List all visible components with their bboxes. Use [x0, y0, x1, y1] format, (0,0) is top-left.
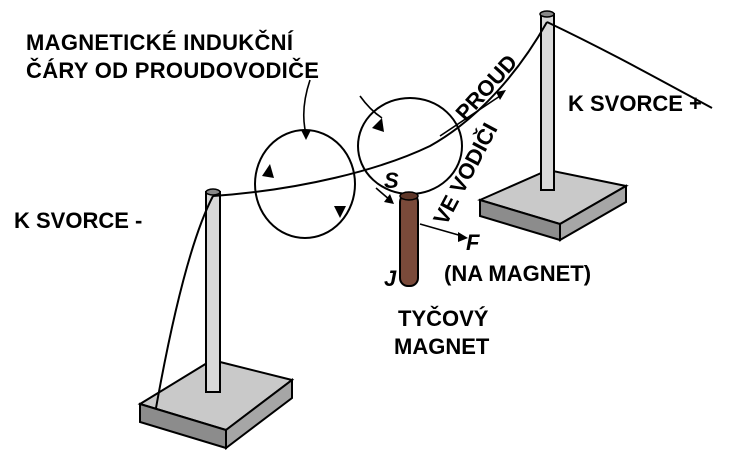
pole-arrow-head [384, 194, 394, 204]
left-pole [205, 191, 221, 393]
terminal-plus-label: K SVORCE + [568, 91, 702, 116]
current-arrow-head [496, 90, 506, 100]
force-arrow [419, 223, 463, 237]
south-pole-label: S [384, 168, 399, 193]
arrow-right-loop-top [372, 118, 384, 132]
force-arrow-head [458, 232, 468, 242]
right-base-side [559, 184, 627, 242]
right-pole [540, 13, 555, 191]
current-arrow [439, 95, 501, 137]
magnet-label-2: MAGNET [394, 334, 490, 359]
force-note-label: (NA MAGNET) [444, 261, 592, 286]
north-pole-label: J [384, 266, 397, 291]
pointer-to-left-loop [302, 79, 311, 135]
right-stand [477, 10, 629, 242]
bar-magnet [399, 191, 419, 287]
left-pole-cap [205, 188, 221, 196]
magnet-label-1: TYČOVÝ [398, 306, 489, 331]
wire-right-lead [546, 21, 713, 109]
right-pole-cap [539, 10, 555, 18]
field-lines-label-1: MAGNETICKÉ INDUKČNÍ [26, 30, 294, 55]
pointer-left-head [301, 130, 311, 140]
wire-main [212, 21, 548, 197]
pointer-to-right-loop [359, 95, 383, 119]
left-stand [137, 188, 295, 451]
arrow-left-loop-bottom [334, 206, 346, 218]
field-lines-label-2: ČÁRY OD PROUDOVODIČE [26, 58, 320, 83]
arrow-left-loop-top [262, 164, 274, 178]
wire-left-lead [155, 195, 214, 409]
force-label: F [466, 230, 480, 255]
left-base-side [225, 377, 293, 451]
terminal-minus-label: K SVORCE - [14, 208, 143, 233]
